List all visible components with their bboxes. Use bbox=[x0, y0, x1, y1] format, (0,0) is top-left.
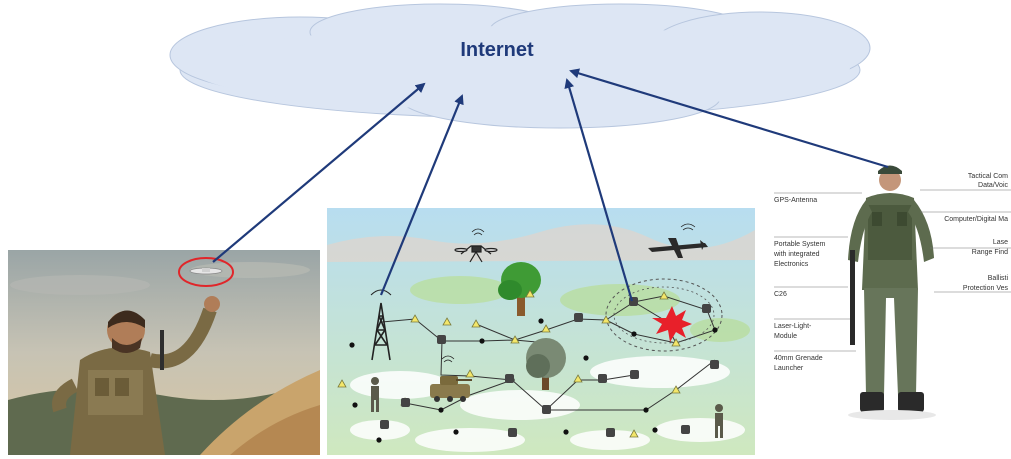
callout-portable-system-1: Portable System bbox=[774, 241, 826, 248]
uplink-arrows bbox=[212, 68, 889, 302]
drone-highlight-circle bbox=[178, 257, 234, 287]
tactical-network-map bbox=[327, 208, 755, 455]
arrow-micro-drone-to-internet bbox=[212, 82, 426, 263]
map-soldier-right bbox=[715, 404, 723, 438]
internet-cloud: Internet bbox=[169, 3, 871, 129]
camera-nodes bbox=[380, 297, 719, 437]
arrow-soldier-to-internet bbox=[569, 68, 889, 169]
soldier-figure-right bbox=[848, 165, 936, 420]
callout-laser-light-1: Laser-Light- bbox=[774, 323, 812, 330]
future-soldier-panel: GPS-Antenna Portable System with integra… bbox=[773, 165, 1011, 420]
callout-portable-system-3: Electronics bbox=[774, 261, 809, 268]
soldier-figure bbox=[52, 296, 220, 455]
callout-laser-range-1: Lase bbox=[993, 239, 1008, 246]
trees bbox=[498, 262, 566, 390]
callout-gps-antenna: GPS-Antenna bbox=[774, 197, 817, 204]
callout-laser-range-2: Range Find bbox=[972, 249, 1008, 256]
callout-grenade-launcher-2: Launcher bbox=[774, 365, 804, 372]
callout-labels-left: GPS-Antenna Portable System with integra… bbox=[773, 197, 826, 372]
callout-portable-system-2: with integrated bbox=[773, 251, 820, 258]
callout-ballistic-1: Ballisti bbox=[988, 275, 1009, 282]
callout-laser-light-2: Module bbox=[774, 333, 797, 340]
soldier-drone-photo bbox=[8, 250, 320, 455]
callout-tactical-com-2: Data/Voic bbox=[978, 182, 1008, 189]
callout-computer-digital-map: Computer/Digital Ma bbox=[944, 216, 1008, 223]
arrow-drone-network-to-internet bbox=[564, 78, 634, 302]
callout-labels-right: Tactical Com Data/Voic Computer/Digital … bbox=[944, 173, 1008, 292]
callout-tactical-com-1: Tactical Com bbox=[968, 173, 1008, 180]
callout-leaders bbox=[774, 189, 1011, 352]
drone-coverage-zone bbox=[605, 278, 723, 352]
internet-label: Internet bbox=[460, 39, 534, 61]
fixed-wing-drone bbox=[648, 223, 708, 258]
callout-c26: C26 bbox=[774, 291, 787, 298]
quadcopter-drone bbox=[454, 228, 498, 263]
callout-ballistic-2: Protection Ves bbox=[963, 285, 1009, 292]
map-soldier-left bbox=[371, 377, 379, 412]
callout-grenade-launcher-1: 40mm Grenade bbox=[774, 355, 823, 362]
arrow-tower-to-internet bbox=[379, 94, 464, 296]
explosion-marker bbox=[652, 306, 692, 342]
radio-tower bbox=[370, 289, 392, 361]
armored-vehicle bbox=[430, 355, 472, 402]
micro-drone bbox=[189, 267, 223, 275]
